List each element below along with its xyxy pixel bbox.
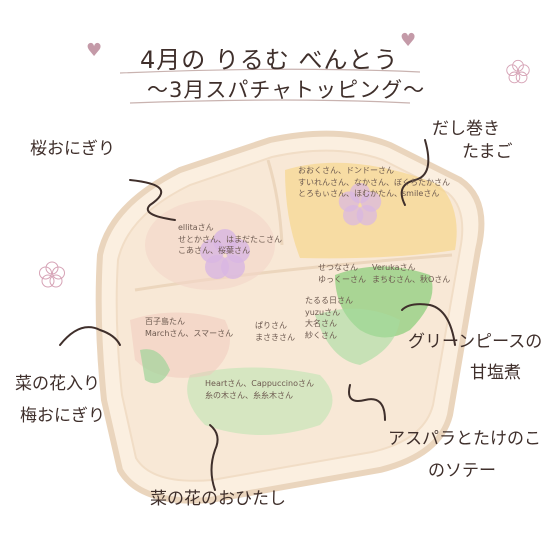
label-ohitashi: 菜の花のおひたし: [150, 489, 286, 509]
list-item: こあさん、桜葉さん: [178, 246, 250, 256]
list-item: 紗くさん: [305, 330, 337, 340]
label-dashimaki-2: たまご: [462, 142, 513, 162]
names-greenpeas-right: Verukaさん まちむさん、秋Oさん: [372, 262, 450, 285]
pointer-line-nanohana-onigiri: [59, 326, 121, 346]
page-title: 4月の りるむ べんとう: [140, 46, 399, 74]
label-nanohana-onigiri-1: 菜の花入り: [15, 374, 100, 394]
names-asupara: たるる日さん yuzuさん 大名さん 紗くさん: [305, 295, 353, 341]
list-item: まさきさん: [255, 332, 295, 342]
list-item: せつなさん: [318, 263, 358, 272]
list-item: ゆっくーさん: [318, 274, 366, 284]
label-greenpeas-1: グリーンピースの: [408, 332, 543, 352]
pointer-line-greenpeas: [401, 303, 456, 346]
list-item: Heartさん、Cappuccinoさん: [205, 379, 314, 388]
sakura-flower-icon: [338, 182, 382, 226]
pointer-line-asupara: [348, 384, 386, 421]
list-item: とろもぃさん、ほむかたん、smileさん: [298, 189, 440, 199]
page-subtitle: 〜3月スパチャトッピング〜: [147, 78, 426, 102]
pointer-line-ohitashi: [209, 424, 219, 491]
names-nanohana: 百子島たん Marchさん、スマーさん: [145, 316, 233, 339]
names-dashimaki: おおくさん、ドンドーさん すいれんさん、なかさん、ぼくちたかさん とろもぃさん、…: [298, 165, 450, 200]
list-item: たるる日さん: [305, 296, 353, 305]
list-item: ぱりさん: [255, 321, 287, 330]
sakura-flower-icon: [506, 59, 530, 84]
label-dashimaki-1: だし巻き: [432, 119, 500, 139]
names-greenpeas-left: せつなさん ゆっくーさん: [318, 262, 366, 285]
list-item: yuzuさん: [305, 307, 341, 317]
list-item: 百子島たん: [145, 317, 185, 326]
list-item: Verukaさん: [372, 263, 416, 272]
nanohana-ohitashi: [187, 367, 333, 435]
list-item: すいれんさん、なかさん、ぼくちたかさん: [298, 177, 450, 187]
names-takenoko: ぱりさん まさきさん: [255, 320, 295, 343]
label-asupara-1: アスパラとたけのこ: [388, 429, 541, 449]
pointer-line-dashimaki: [400, 139, 430, 206]
list-item: 大名さん: [305, 319, 337, 329]
sakura-flower-icon: [200, 229, 250, 279]
list-item: まちむさん、秋Oさん: [372, 274, 451, 284]
label-nanohana-onigiri-2: 梅おにぎり: [20, 406, 105, 426]
list-item: Marchさん、スマーさん: [145, 328, 234, 338]
list-item: 糸の木さん、糸糸木さん: [205, 390, 293, 400]
subtitle-underline: [129, 99, 411, 104]
label-greenpeas-2: 甘塩煮: [470, 363, 521, 383]
list-item: おおくさん、ドンドーさん: [298, 166, 394, 175]
sakura-flower-icon: [39, 261, 65, 288]
heart-icon: ♥: [86, 40, 103, 61]
title-underline: [119, 68, 421, 74]
label-asupara-2: のソテー: [428, 461, 496, 481]
names-ohitashi: Heartさん、Cappuccinoさん 糸の木さん、糸糸木さん: [205, 378, 314, 401]
list-item: せとかさん、はまだたこさん: [178, 234, 282, 244]
label-sakura-onigiri: 桜おにぎり: [30, 139, 115, 159]
asupara-takenoko: [315, 308, 400, 365]
names-sakura: ellitaさん せとかさん、はまだたこさん こあさん、桜葉さん: [178, 222, 282, 257]
pointer-line-sakura: [129, 179, 176, 221]
list-item: ellitaさん: [178, 223, 214, 232]
heart-icon: ♥: [400, 30, 417, 51]
